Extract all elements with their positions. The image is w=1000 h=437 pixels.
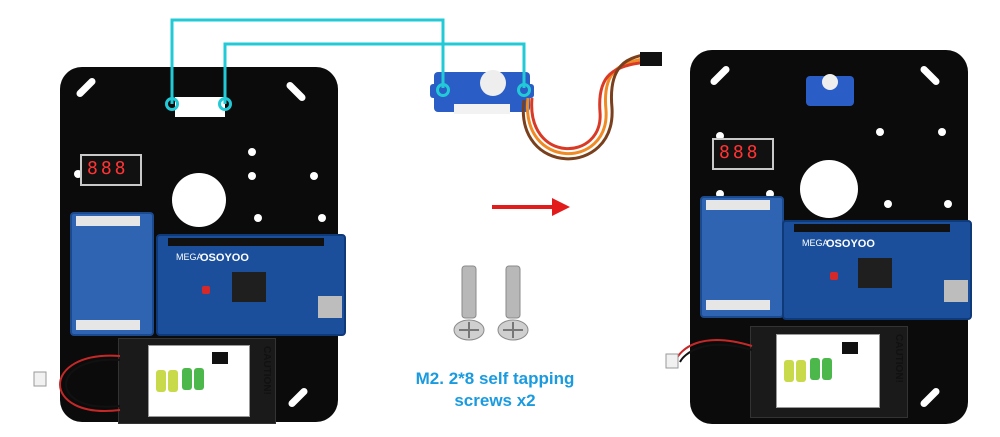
battery-cell-icon	[182, 368, 192, 390]
screw-icon	[497, 265, 529, 341]
voltage-display: 888	[712, 138, 774, 170]
battery-cell-icon	[156, 370, 166, 392]
screw-hole	[74, 170, 82, 178]
battery-lead	[59, 354, 121, 412]
screw-hole	[248, 148, 256, 156]
battery-cell-icon	[810, 358, 820, 380]
servo-connector	[640, 52, 662, 66]
terminal-block	[76, 320, 140, 330]
caption-line-1: M2. 2*8 self tapping	[415, 369, 575, 388]
alignment-line-outer	[170, 18, 445, 104]
servo-wire-red	[530, 60, 647, 150]
terminal-block	[706, 300, 770, 310]
battery-cell-icon	[194, 368, 204, 390]
usb-port	[944, 280, 968, 302]
mounted-servo-horn	[822, 74, 838, 90]
header-strip	[794, 224, 950, 232]
cable-hole	[800, 160, 858, 218]
reset-button	[830, 272, 838, 280]
board-model: MEGA	[802, 238, 829, 248]
battery-lead	[679, 343, 753, 363]
battery-cell-icon	[796, 360, 806, 382]
screw-hole	[318, 214, 326, 222]
board-model: MEGA	[176, 252, 203, 262]
servo-mount-cutout	[175, 97, 225, 117]
hole-marker	[517, 83, 531, 97]
battery-plug	[665, 353, 679, 369]
voltage-display: 888	[80, 154, 142, 186]
reset-button	[202, 286, 210, 294]
servo-horn-base	[480, 70, 506, 96]
battery-cell-icon	[784, 360, 794, 382]
display-digits: 888	[87, 158, 129, 179]
screw-hole	[944, 200, 952, 208]
battery-lead	[675, 339, 753, 361]
alignment-line-inner	[223, 42, 526, 104]
screw-hole	[884, 200, 892, 208]
screw-hole	[254, 214, 262, 222]
battery-cell-icon	[822, 358, 832, 380]
battery-lead	[65, 358, 121, 408]
screw-hole	[716, 190, 724, 198]
board-brand: OSOYOO	[200, 252, 249, 264]
terminal-block	[76, 216, 140, 226]
screw-hole	[938, 128, 946, 136]
cable-hole	[172, 173, 226, 227]
motor-driver-board	[700, 196, 784, 318]
switch-icon	[212, 352, 228, 364]
hole-marker	[436, 83, 450, 97]
hole-marker	[165, 97, 179, 111]
switch-icon	[842, 342, 858, 354]
terminal-block	[706, 200, 770, 210]
hole-marker	[218, 97, 232, 111]
servo-wire-brown	[521, 52, 653, 161]
screw-hole	[716, 132, 724, 140]
battery-cell-icon	[168, 370, 178, 392]
screw-hole	[876, 128, 884, 136]
screw-hole	[766, 190, 774, 198]
arrow-head-icon	[552, 198, 570, 216]
board-brand: OSOYOO	[826, 238, 875, 250]
caption-line-2: screws x2	[454, 391, 536, 410]
screw-hole	[310, 172, 318, 180]
screw-caption: M2. 2*8 self tapping screws x2	[400, 368, 590, 412]
screw-hole	[248, 172, 256, 180]
chip	[858, 258, 892, 288]
servo-label	[454, 104, 510, 114]
battery-plug	[33, 371, 47, 387]
display-digits: 888	[719, 142, 761, 163]
usb-port	[318, 296, 342, 318]
motor-driver-board	[70, 212, 154, 336]
chip	[232, 272, 266, 302]
header-strip	[168, 238, 324, 246]
screw-icon	[453, 265, 485, 341]
mega-board	[156, 234, 346, 336]
